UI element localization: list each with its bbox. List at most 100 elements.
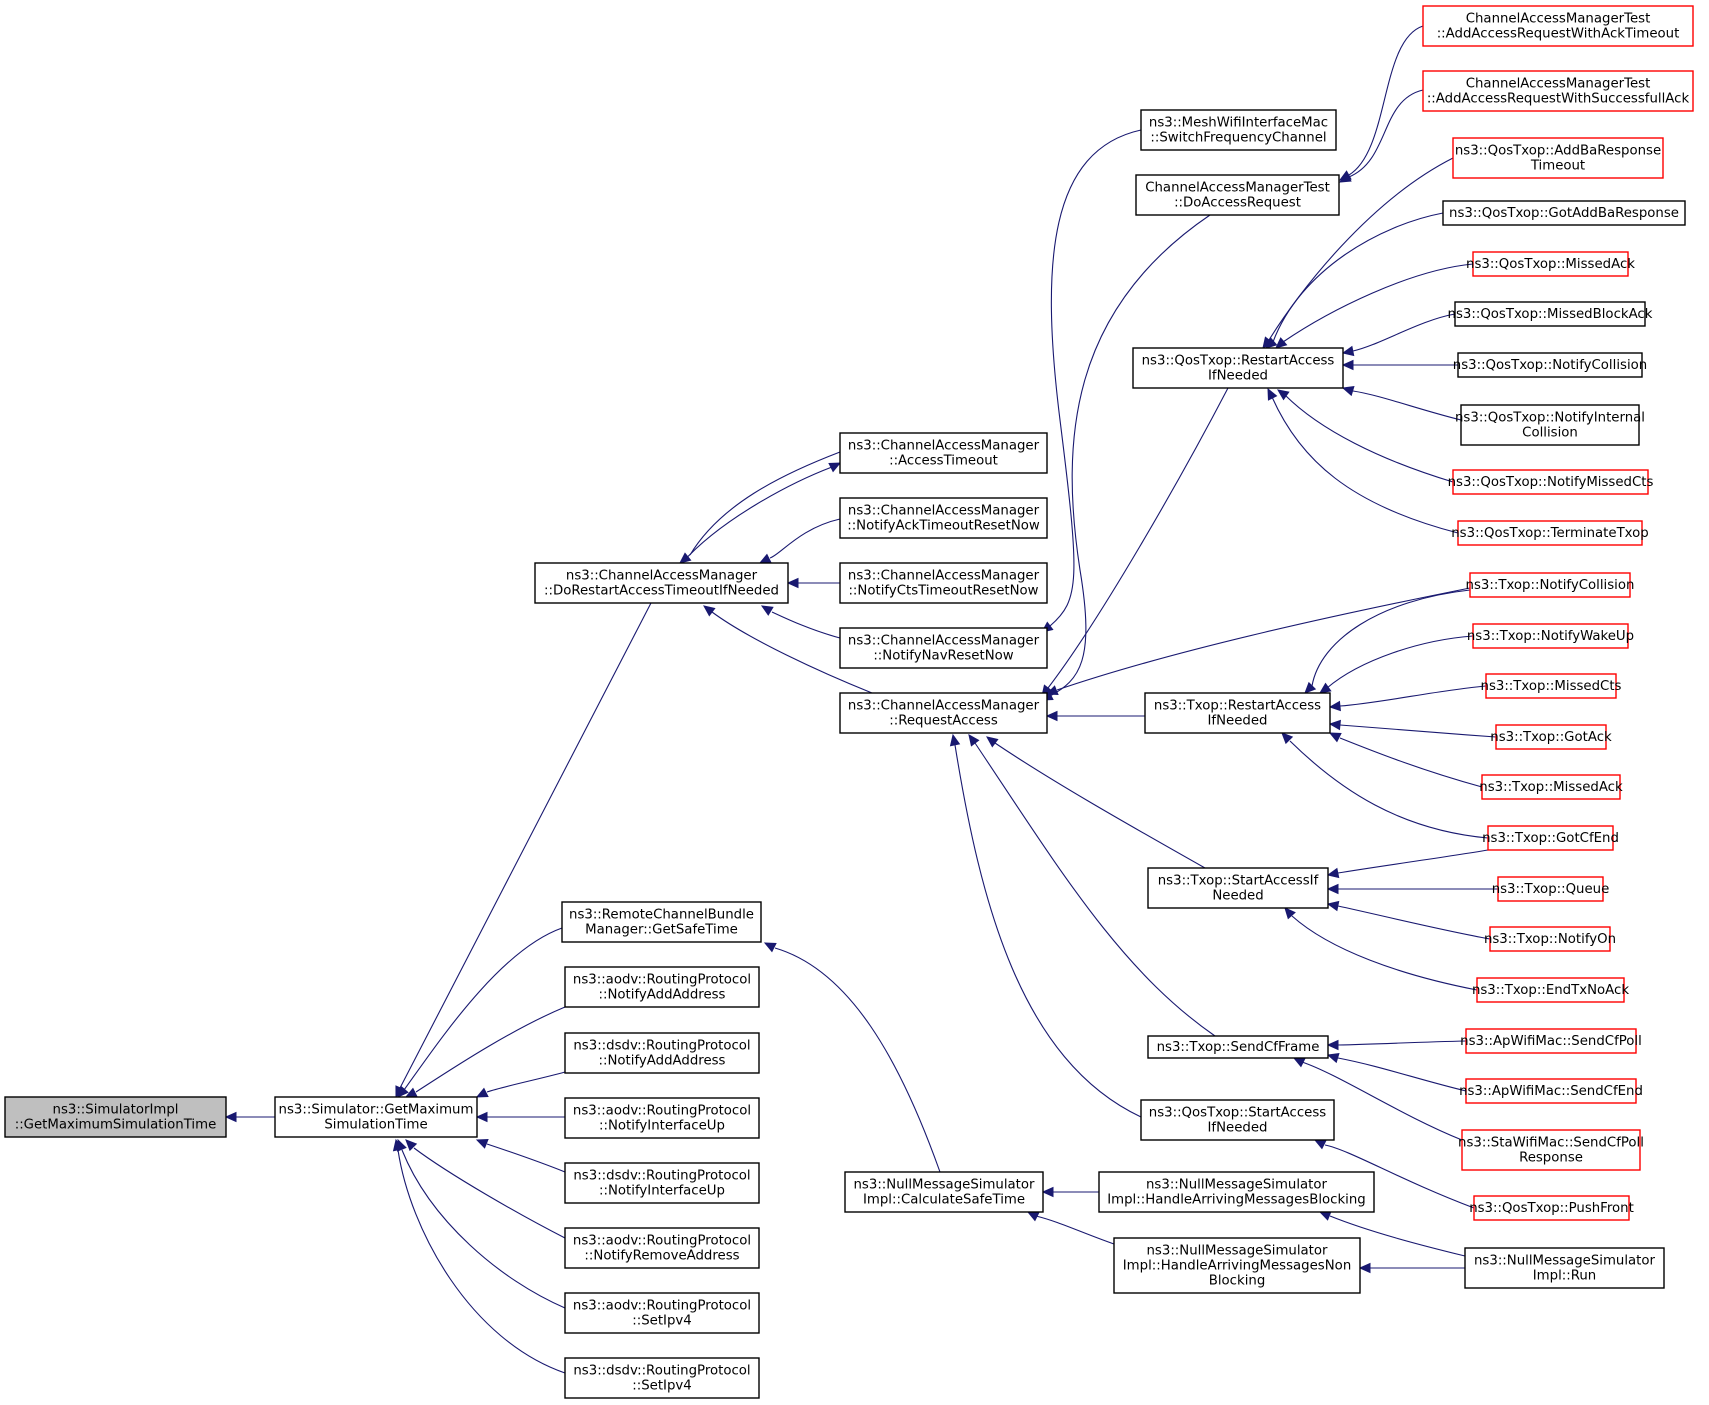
node-box <box>839 562 1048 604</box>
node-camt_successack[interactable]: ChannelAccessManagerTest::AddAccessReque… <box>1422 70 1694 112</box>
node-cam_notifynav[interactable]: ns3::ChannelAccessManager::NotifyNavRese… <box>839 627 1048 669</box>
node-txop_queue[interactable]: ns3::Txop::Queue <box>1492 876 1610 902</box>
edge-cam_requestaccess-to-cam_dorestart <box>703 605 873 694</box>
arrowhead <box>1045 685 1059 695</box>
node-label: ns3::Simulator::GetMaximum <box>279 1103 474 1118</box>
node-label: ns3::Txop::NotifyWakeUp <box>1467 629 1634 644</box>
edge-line <box>689 451 841 556</box>
node-txop_sendcf[interactable]: ns3::Txop::SendCfFrame <box>1147 1035 1329 1059</box>
node-cam_requestaccess[interactable]: ns3::ChannelAccessManager::RequestAccess <box>839 692 1048 734</box>
edge-line <box>1311 589 1471 687</box>
node-ap_sendcfpoll[interactable]: ns3::ApWifiMac::SendCfPoll <box>1460 1028 1642 1054</box>
node-dsdv_ifup[interactable]: ns3::dsdv::RoutingProtocol::NotifyInterf… <box>564 1162 760 1204</box>
edge-qos_notifymissedcts-to-qos_restart <box>1277 389 1454 483</box>
arrowhead <box>475 1111 488 1123</box>
node-txop_notifycoll[interactable]: ns3::Txop::NotifyCollision <box>1466 572 1635 598</box>
edge-simgetmax-to-root <box>224 1111 275 1123</box>
node-cam_accesstimeout[interactable]: ns3::ChannelAccessManager::AccessTimeout <box>839 432 1048 474</box>
arrowhead <box>1313 1139 1327 1150</box>
edge-qos_restart-to-cam_requestaccess <box>1041 387 1229 697</box>
edge-nms_harnb-to-nms_calcsafe <box>1026 1211 1115 1245</box>
node-box <box>1454 301 1646 327</box>
edge-line <box>1047 387 1229 689</box>
node-ap_sendcfend[interactable]: ns3::ApWifiMac::SendCfEnd <box>1459 1078 1643 1104</box>
edge-cam_dorestart-to-cam_accesstimeout <box>681 462 842 564</box>
node-box <box>564 966 760 1008</box>
edge-line <box>1049 129 1142 627</box>
node-box <box>1476 977 1625 1003</box>
node-label: ns3::Txop::MissedAck <box>1479 780 1623 795</box>
node-qos_notifycoll[interactable]: ns3::QosTxop::NotifyCollision <box>1453 352 1647 378</box>
node-label: ns3::aodv::RoutingProtocol <box>573 973 751 988</box>
node-qos_pushfront[interactable]: ns3::QosTxop::PushFront <box>1469 1195 1634 1221</box>
node-aodv_ifup[interactable]: ns3::aodv::RoutingProtocol::NotifyInterf… <box>564 1097 760 1139</box>
edge-line <box>413 1147 566 1239</box>
node-label: ::NotifyCtsTimeoutResetNow <box>848 584 1038 599</box>
node-dsdv_addaddr[interactable]: ns3::dsdv::RoutingProtocol::NotifyAddAdd… <box>564 1032 760 1074</box>
node-box <box>1495 724 1607 750</box>
node-qos_gotaddba[interactable]: ns3::QosTxop::GotAddBaResponse <box>1442 200 1686 226</box>
arrowhead <box>1292 1057 1306 1068</box>
node-box <box>1472 623 1629 649</box>
node-qos_missedblockack[interactable]: ns3::QosTxop::MissedBlockAck <box>1448 301 1653 327</box>
node-label: ::NotifyInterfaceUp <box>599 1184 725 1199</box>
node-label: ChannelAccessManagerTest <box>1145 181 1330 196</box>
edge-txop_notifywake-to-txop_restart <box>1319 635 1474 694</box>
edge-aodv_addaddr-to-simgetmax <box>404 1006 566 1098</box>
node-txop_gotack[interactable]: ns3::Txop::GotAck <box>1490 724 1612 750</box>
node-txop_gotcfend[interactable]: ns3::Txop::GotCfEnd <box>1482 825 1619 851</box>
node-camt_doaccess[interactable]: ChannelAccessManagerTest::DoAccessReques… <box>1135 174 1340 216</box>
node-label: ns3::aodv::RoutingProtocol <box>573 1234 751 1249</box>
node-root: ns3::SimulatorImpl::GetMaximumSimulation… <box>4 1096 227 1138</box>
node-label: ns3::dsdv::RoutingProtocol <box>573 1364 750 1379</box>
node-txop_missedack[interactable]: ns3::Txop::MissedAck <box>1479 774 1623 800</box>
node-label: ns3::QosTxop::TerminateTxop <box>1451 526 1648 541</box>
node-camt_ackto[interactable]: ChannelAccessManagerTest::AddAccessReque… <box>1422 5 1694 47</box>
node-box <box>564 1292 760 1334</box>
edge-line <box>681 466 833 564</box>
node-label: IfNeeded <box>1208 714 1268 729</box>
node-box <box>1489 926 1611 952</box>
node-rcb_getsafe[interactable]: ns3::RemoteChannelBundleManager::GetSafe… <box>561 901 762 943</box>
edge-line <box>1289 740 1489 839</box>
node-cam_dorestart[interactable]: ns3::ChannelAccessManager::DoRestartAcce… <box>534 562 789 604</box>
node-qos_missedack[interactable]: ns3::QosTxop::MissedAck <box>1466 251 1635 277</box>
edge-camt_ackto-to-camt_doaccess <box>1338 25 1424 181</box>
node-txop_endtxnoack[interactable]: ns3::Txop::EndTxNoAck <box>1472 977 1629 1003</box>
edge-aodv_ifup-to-simgetmax <box>475 1111 565 1123</box>
node-simgetmax[interactable]: ns3::Simulator::GetMaximumSimulationTime <box>274 1096 478 1138</box>
node-aodv_rmaddr[interactable]: ns3::aodv::RoutingProtocol::NotifyRemove… <box>564 1227 760 1269</box>
node-label: ns3::SimulatorImpl <box>53 1103 179 1118</box>
node-txop_missedcts[interactable]: ns3::Txop::MissedCts <box>1481 673 1622 699</box>
node-dsdv_setipv4[interactable]: ns3::dsdv::RoutingProtocol::SetIpv4 <box>564 1357 760 1399</box>
node-cam_notifycts[interactable]: ns3::ChannelAccessManager::NotifyCtsTime… <box>839 562 1048 604</box>
node-label: ns3::dsdv::RoutingProtocol <box>573 1039 750 1054</box>
node-box <box>1422 5 1694 47</box>
node-nms_harnb[interactable]: ns3::NullMessageSimulatorImpl::HandleArr… <box>1113 1237 1361 1294</box>
edge-line <box>1348 89 1424 178</box>
node-label: ::DoAccessRequest <box>1174 196 1301 211</box>
node-cam_notifyack[interactable]: ns3::ChannelAccessManager::NotifyAckTime… <box>839 497 1048 539</box>
node-box <box>1098 1171 1375 1213</box>
node-qos_terminate[interactable]: ns3::QosTxop::TerminateTxop <box>1451 520 1649 546</box>
edge-line <box>1324 1144 1475 1209</box>
node-aodv_addaddr[interactable]: ns3::aodv::RoutingProtocol::NotifyAddAdd… <box>564 966 760 1008</box>
node-txop_notifyon[interactable]: ns3::Txop::NotifyOn <box>1484 926 1616 952</box>
node-txop_notifywake[interactable]: ns3::Txop::NotifyWakeUp <box>1467 623 1634 649</box>
node-label: ns3::ApWifiMac::SendCfPoll <box>1460 1034 1642 1049</box>
node-box <box>1452 137 1664 179</box>
node-nms_calcsafe[interactable]: ns3::NullMessageSimulatorImpl::Calculate… <box>844 1171 1044 1213</box>
node-label: ns3::QosTxop::GotAddBaResponse <box>1449 206 1679 221</box>
node-aodv_setipv4[interactable]: ns3::aodv::RoutingProtocol::SetIpv4 <box>564 1292 760 1334</box>
node-mesh_switch[interactable]: ns3::MeshWifiInterfaceMac::SwitchFrequen… <box>1140 109 1337 151</box>
node-qos_notifymissedcts[interactable]: ns3::QosTxop::NotifyMissedCts <box>1448 469 1654 495</box>
node-nms_harb[interactable]: ns3::NullMessageSimulatorImpl::HandleArr… <box>1098 1171 1375 1213</box>
